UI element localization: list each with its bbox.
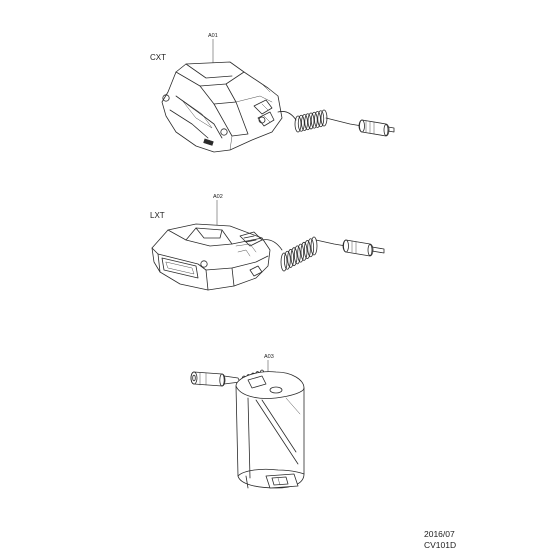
cord-coil-loop: [280, 252, 288, 272]
cord-coil-loop: [307, 112, 315, 130]
adapter-holder-body: [235, 371, 305, 489]
cord-coil-loop: [297, 243, 305, 263]
cord-coil-loop: [303, 240, 311, 259]
footer-date: 2016/07: [424, 529, 455, 539]
cord-coil-loop: [283, 250, 291, 270]
part-number-a02: A02: [213, 194, 223, 200]
adapter-cxt-cord: [277, 109, 363, 133]
adapter-cxt: CXT A01: [150, 33, 395, 153]
cord-coil-loop: [317, 110, 325, 128]
adapter-cxt-body: [161, 61, 283, 153]
part-number-a03: A03: [264, 354, 274, 360]
cord-coil-loop: [294, 115, 302, 133]
cord-coil-loop: [290, 247, 298, 267]
adapter-cxt-plug: [358, 119, 395, 137]
adapter-battery-holder: A03: [190, 354, 305, 489]
part-number-a01: A01: [208, 33, 218, 39]
group-label-lxt: LXT: [150, 211, 165, 220]
cord-coil-loop: [310, 236, 318, 256]
cord-coil-loop: [314, 111, 321, 128]
cord-coil-loop: [293, 245, 301, 265]
adapter-lxt-cord: [261, 236, 347, 272]
adapter-lxt-plug: [342, 239, 385, 257]
adapter-lxt-body: [151, 223, 271, 291]
footer-model: CV101D: [424, 540, 456, 550]
adapter-holder-plug: [190, 371, 241, 387]
cord-coil-loop: [301, 114, 308, 131]
cord-coil-loop: [310, 111, 318, 129]
group-label-cxt: CXT: [150, 53, 166, 62]
cord-coil-loop: [300, 241, 308, 261]
cord-coil-loop: [297, 114, 305, 132]
cord-coil-loop: [304, 113, 312, 131]
cord-coil-loop: [287, 249, 295, 268]
adapter-lxt: LXT A02: [150, 194, 385, 291]
cord-coil-loop: [307, 238, 315, 258]
